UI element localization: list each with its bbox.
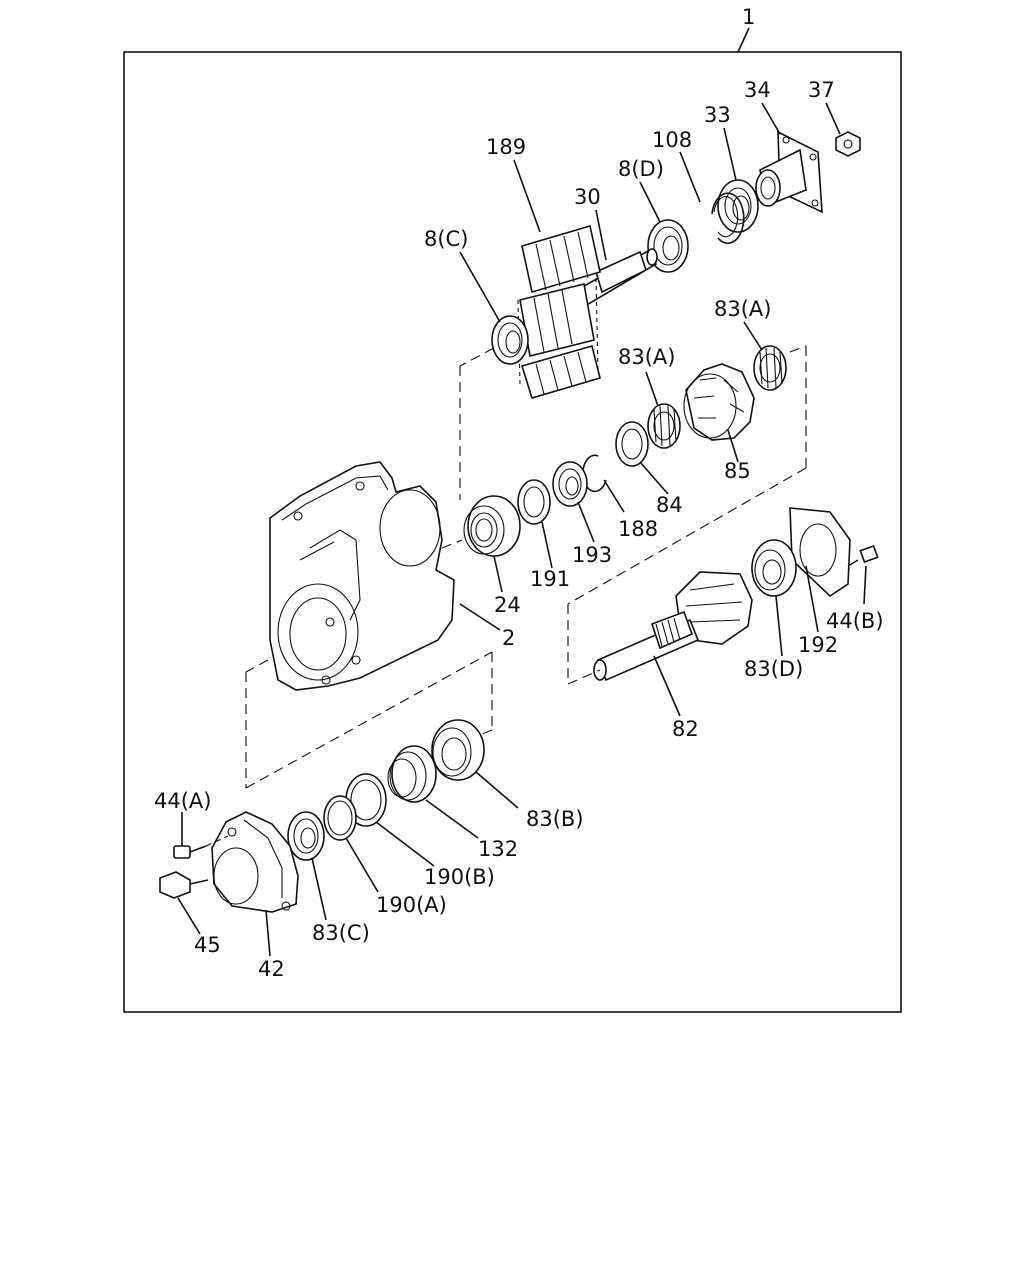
callout-1: 1 xyxy=(742,5,755,29)
callout-83a-lower: 83(A) xyxy=(618,345,675,369)
part-45-plug xyxy=(159,871,209,899)
part-193-bearing xyxy=(552,461,588,507)
part-83c-bearing xyxy=(287,811,325,861)
part-85-gear xyxy=(683,363,755,441)
part-108-snap-ring xyxy=(711,192,745,244)
part-132-seal xyxy=(387,745,437,803)
part-34-flange xyxy=(755,130,823,214)
part-83a-needle-bearing-lower xyxy=(647,403,681,449)
callout-30: 30 xyxy=(574,185,601,209)
callout-188: 188 xyxy=(618,517,658,541)
part-2-housing xyxy=(269,461,455,691)
callout-84: 84 xyxy=(656,493,683,517)
callout-37: 37 xyxy=(808,78,835,102)
callout-132: 132 xyxy=(478,837,518,861)
part-8c-bearing xyxy=(491,315,529,365)
callout-34: 34 xyxy=(744,78,771,102)
part-83b-bearing xyxy=(431,719,485,781)
callout-8d: 8(D) xyxy=(618,157,664,181)
callout-83d: 83(D) xyxy=(744,657,803,681)
callout-8c: 8(C) xyxy=(424,227,468,251)
callout-83b: 83(B) xyxy=(526,807,584,831)
callout-45: 45 xyxy=(194,933,221,957)
part-24-bearing xyxy=(463,495,521,557)
part-33-bearing xyxy=(717,179,759,233)
diagram-frame xyxy=(123,51,902,1013)
callout-191: 191 xyxy=(530,567,570,591)
part-189-gear xyxy=(517,224,601,399)
callout-189: 189 xyxy=(486,135,526,159)
callout-82: 82 xyxy=(672,717,699,741)
callout-33: 33 xyxy=(704,103,731,127)
callout-108: 108 xyxy=(652,128,692,152)
callout-2: 2 xyxy=(502,626,515,650)
callout-83c: 83(C) xyxy=(312,921,370,945)
part-42-cover xyxy=(211,811,299,913)
callout-42: 42 xyxy=(258,957,285,981)
part-83a-needle-bearing-upper xyxy=(753,345,787,391)
callout-192: 192 xyxy=(798,633,838,657)
part-8d-bearing xyxy=(647,219,689,273)
callout-24: 24 xyxy=(494,593,521,617)
callout-44a: 44(A) xyxy=(154,789,211,813)
part-191-spacer xyxy=(517,479,551,525)
callout-190b: 190(B) xyxy=(424,865,495,889)
callout-190a: 190(A) xyxy=(376,893,447,917)
callout-193: 193 xyxy=(572,543,612,567)
part-37-nut xyxy=(835,131,861,157)
part-192-cover-plate xyxy=(789,507,851,598)
part-44b-bolt xyxy=(847,544,879,567)
part-190a-spacer xyxy=(323,795,357,841)
callout-83a-upper: 83(A) xyxy=(714,297,771,321)
callout-44b: 44(B) xyxy=(826,609,884,633)
part-84-ring xyxy=(615,421,649,467)
part-83d-bearing xyxy=(751,539,797,597)
part-82-gear-shaft xyxy=(593,571,753,682)
callout-85: 85 xyxy=(724,459,751,483)
